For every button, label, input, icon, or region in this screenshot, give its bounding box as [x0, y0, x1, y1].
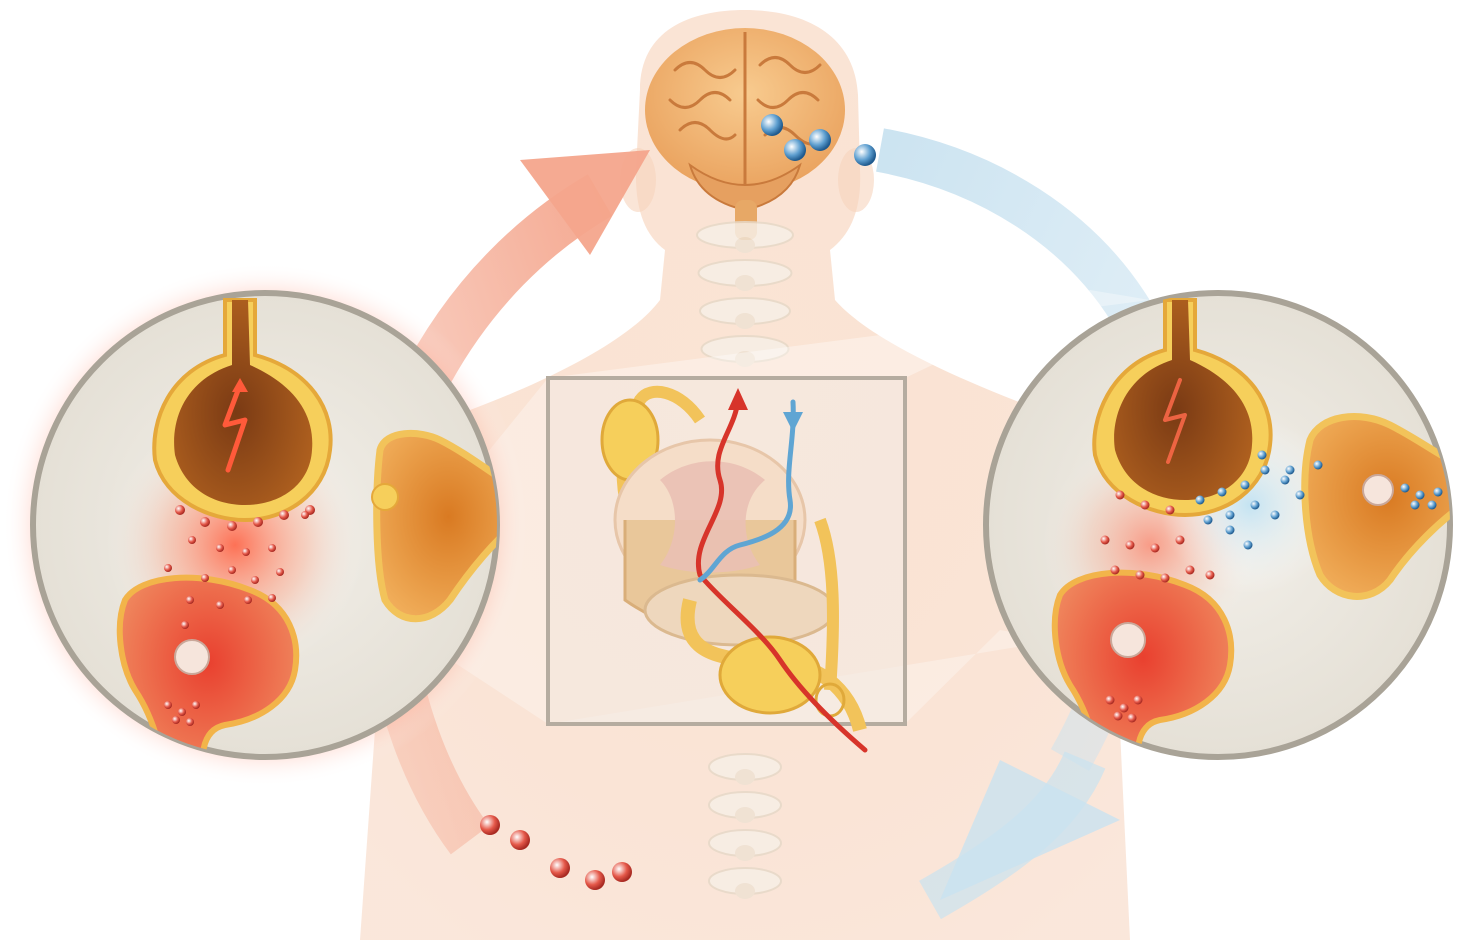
- vesicle-blue: [1251, 501, 1260, 510]
- vesicle-blue: [1261, 466, 1270, 475]
- vesicle-red: [1141, 501, 1150, 510]
- vesicle-red: [200, 517, 210, 527]
- vesicle-blue: [1226, 511, 1235, 520]
- vesicle-red: [181, 621, 189, 629]
- vertebra-process: [735, 769, 755, 785]
- vesicle-red: [244, 596, 252, 604]
- vesicle-red: [1116, 491, 1125, 500]
- vesicle-red: [192, 701, 200, 709]
- vesicle-red: [186, 596, 194, 604]
- vesicle-red: [1120, 704, 1129, 713]
- vertebra-process: [735, 807, 755, 823]
- vesicle-blue: [1416, 491, 1425, 500]
- vesicle-blue: [1271, 511, 1280, 520]
- vesicle-red: [175, 505, 185, 515]
- vesicle-blue: [1286, 466, 1295, 475]
- vesicle-red: [1126, 541, 1135, 550]
- vesicle-red: [1134, 696, 1143, 705]
- blue-molecule: [854, 144, 876, 166]
- vesicle-red: [216, 544, 224, 552]
- red-molecule: [585, 870, 605, 890]
- vertebra-process: [735, 275, 755, 291]
- vesicle-red: [216, 601, 224, 609]
- blue-molecule: [809, 129, 831, 151]
- vesicle-red: [1176, 536, 1185, 545]
- red-molecule: [510, 830, 530, 850]
- vertebra-process: [735, 883, 755, 899]
- excitatory-synapse-inset: [3, 263, 527, 790]
- blue-molecule: [784, 139, 806, 161]
- vertebra-process: [735, 845, 755, 861]
- vesicle-red: [1136, 571, 1145, 580]
- vesicle-red: [1206, 571, 1215, 580]
- vesicle-blue: [1241, 481, 1250, 490]
- vesicle-red: [178, 708, 186, 716]
- vesicle-red: [1111, 566, 1120, 575]
- vesicle-red: [201, 574, 209, 582]
- vesicle-red: [164, 701, 172, 709]
- vesicle-red: [186, 718, 194, 726]
- vesicle-red: [1186, 566, 1195, 575]
- vesicle-red: [276, 568, 284, 576]
- vesicle-blue: [1401, 484, 1410, 493]
- vesicle-red: [251, 576, 259, 584]
- vesicle-blue: [1296, 491, 1305, 500]
- vesicle-blue: [1258, 451, 1267, 460]
- vesicle-red: [172, 716, 180, 724]
- vesicle-blue: [1411, 501, 1420, 510]
- vesicle-blue: [1428, 501, 1437, 510]
- vesicle-red: [228, 566, 236, 574]
- vesicle-red: [188, 536, 196, 544]
- vesicle-red: [1128, 714, 1137, 723]
- vesicle-red: [301, 511, 309, 519]
- vesicle-red: [164, 564, 172, 572]
- vesicle-blue: [1434, 488, 1443, 497]
- vesicle-blue: [1281, 476, 1290, 485]
- vesicle-red: [1101, 536, 1110, 545]
- vesicle-blue: [1226, 526, 1235, 535]
- vesicle-red: [1106, 696, 1115, 705]
- vesicle-red: [1161, 574, 1170, 583]
- vertebra-process: [735, 313, 755, 329]
- vesicle-red: [1166, 506, 1175, 515]
- vesicle-red: [242, 548, 250, 556]
- vesicle-red: [1114, 712, 1123, 721]
- vesicle-red: [253, 517, 263, 527]
- vesicle-red: [268, 594, 276, 602]
- vesicle-blue: [1196, 496, 1205, 505]
- vesicle-blue: [1204, 516, 1213, 525]
- vesicle-red: [227, 521, 237, 531]
- red-molecule: [612, 862, 632, 882]
- vertebra-process: [735, 237, 755, 253]
- red-molecule: [480, 815, 500, 835]
- blue-molecule: [761, 114, 783, 136]
- red-molecule: [550, 858, 570, 878]
- vesicle-red: [1151, 544, 1160, 553]
- vesicle-blue: [1218, 488, 1227, 497]
- vesicle-blue: [1244, 541, 1253, 550]
- vesicle-blue: [1314, 461, 1323, 470]
- vesicle-red: [279, 510, 289, 520]
- vesicle-red: [268, 544, 276, 552]
